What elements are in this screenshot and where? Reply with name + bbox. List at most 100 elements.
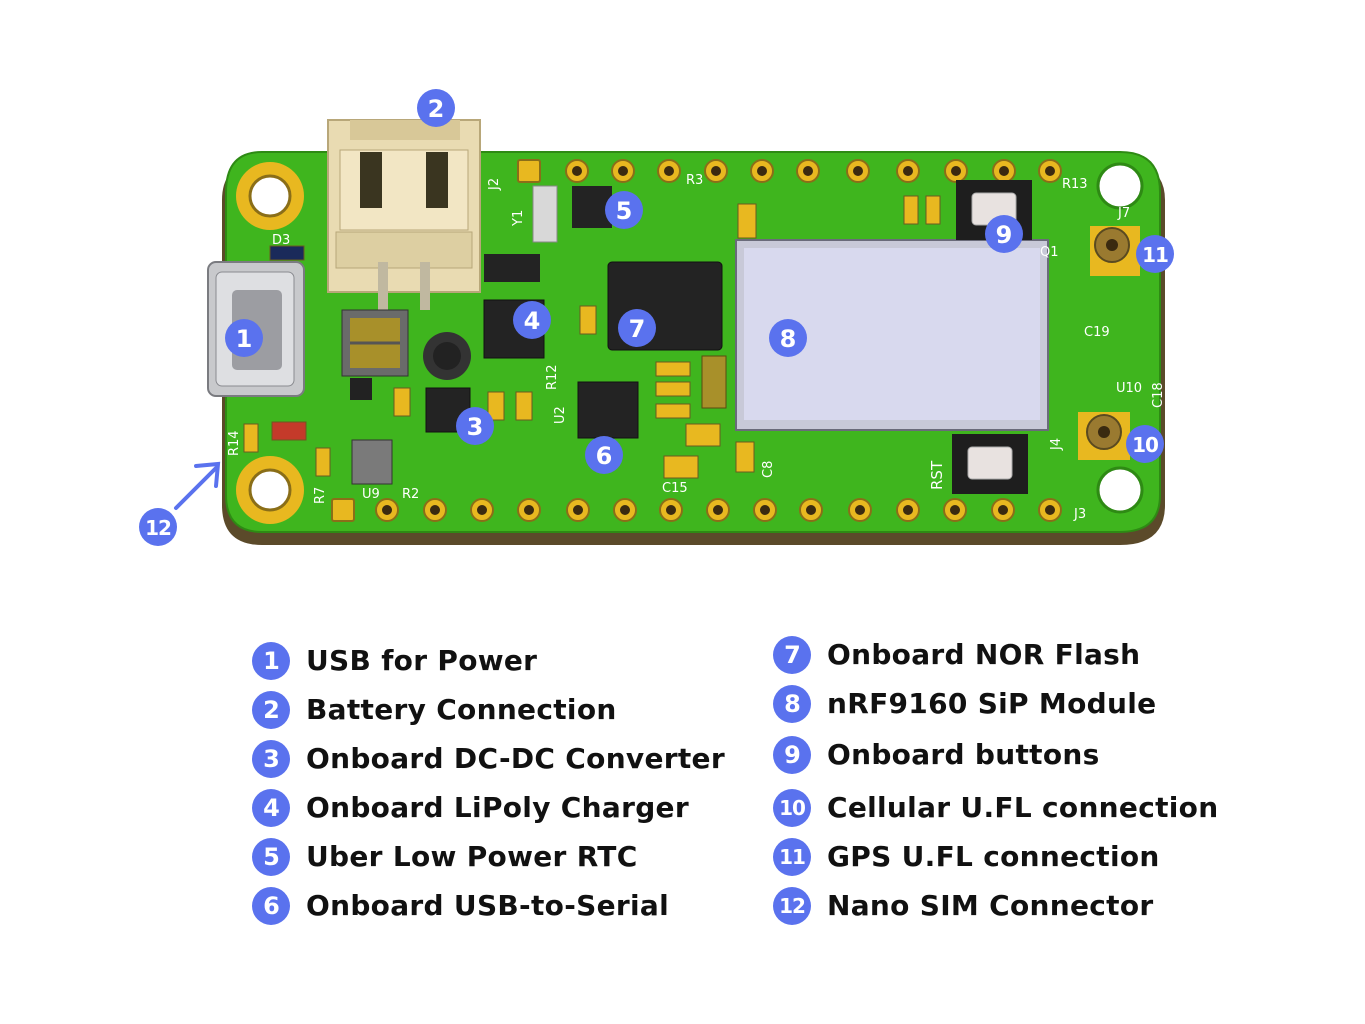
- legend: 1 USB for Power 7 Onboard NOR Flash 2 Ba…: [252, 635, 1240, 930]
- inductor-l3: [701, 355, 727, 409]
- legend-badge: 6: [252, 886, 290, 925]
- legend-label: Battery Connection: [306, 693, 617, 726]
- legend-label: USB for Power: [306, 644, 538, 677]
- inductor-l2: [341, 309, 409, 377]
- legend-item-9: 9 Onboard buttons: [773, 730, 1240, 779]
- board-callout-6: 6: [585, 436, 623, 474]
- legend-badge: 11: [773, 837, 811, 876]
- svg-text:8: 8: [780, 325, 797, 353]
- silk-u9: U9: [362, 487, 380, 502]
- ufl-gps: [1090, 226, 1140, 276]
- board-callout-4: 4: [513, 301, 551, 339]
- board-callout-3: 3: [456, 407, 494, 445]
- legend-badge: 2: [252, 690, 290, 729]
- silk-c18: C18: [1151, 382, 1166, 408]
- usb-serial-ic: [577, 381, 639, 439]
- mounting-hole-bottom-left: [236, 456, 304, 524]
- ufl-cellular: [1078, 412, 1130, 460]
- silk-d3: D3: [272, 233, 290, 248]
- legend-label: Onboard NOR Flash: [827, 638, 1141, 671]
- silk-c8: C8: [761, 461, 776, 478]
- legend-item-6: 6 Onboard USB-to-Serial: [252, 881, 770, 930]
- board-callout-12: 12: [139, 508, 177, 546]
- legend-item-8: 8 nRF9160 SiP Module: [773, 679, 1240, 728]
- legend-item-10: 10 Cellular U.FL connection: [773, 783, 1240, 832]
- legend-badge: 10: [773, 788, 811, 827]
- board-callout-1: 1: [225, 319, 263, 357]
- legend-badge: 3: [252, 739, 290, 778]
- svg-text:12: 12: [145, 516, 171, 540]
- svg-text:11: 11: [1142, 243, 1168, 267]
- board-callout-2: 2: [417, 89, 455, 127]
- legend-label: Onboard USB-to-Serial: [306, 889, 669, 922]
- board-illustration: J2 J7 J4 J3 RST U9 U10 Y1 R2 R3 R7 R13 R…: [139, 89, 1174, 546]
- svg-text:1: 1: [236, 325, 253, 353]
- passive-components: [243, 195, 941, 479]
- legend-badge: 8: [773, 684, 811, 723]
- silk-rst: RST: [928, 460, 946, 490]
- legend-label: Onboard LiPoly Charger: [306, 791, 689, 824]
- silk-u10: U10: [1116, 381, 1142, 396]
- legend-badge: 1: [252, 641, 290, 680]
- crystal-y1: [532, 185, 558, 243]
- mounting-hole-top-left: [236, 162, 304, 230]
- legend-badge: 7: [773, 635, 811, 674]
- board-callout-11: 11: [1136, 235, 1174, 273]
- sim-slot-u9: [351, 439, 393, 485]
- mounting-hole-top-right: [1096, 162, 1144, 210]
- legend-item-5: 5 Uber Low Power RTC: [252, 832, 770, 881]
- svg-text:5: 5: [616, 197, 633, 225]
- legend-badge: 9: [773, 735, 811, 774]
- legend-badge: 5: [252, 837, 290, 876]
- silk-r3: R3: [686, 173, 703, 188]
- legend-label: Uber Low Power RTC: [306, 840, 638, 873]
- legend-item-3: 3 Onboard DC-DC Converter: [252, 734, 770, 783]
- silk-j3: J3: [1073, 507, 1086, 522]
- legend-item-11: 11 GPS U.FL connection: [773, 832, 1240, 881]
- silk-c15: C15: [662, 481, 688, 496]
- silk-r13: R13: [1062, 177, 1088, 192]
- silk-r2: R2: [402, 487, 419, 502]
- silk-u2: U2: [553, 406, 568, 424]
- svg-text:6: 6: [596, 442, 613, 470]
- silk-y1: Y1: [511, 210, 526, 227]
- svg-text:4: 4: [524, 307, 541, 335]
- svg-text:3: 3: [467, 413, 484, 441]
- board-callout-8: 8: [769, 319, 807, 357]
- inductor-round: [423, 332, 471, 380]
- legend-label: Cellular U.FL connection: [827, 791, 1219, 824]
- silk-j4: J4: [1049, 438, 1064, 451]
- svg-text:9: 9: [996, 221, 1013, 249]
- battery-jst-connector: [327, 119, 481, 310]
- svg-text:10: 10: [1132, 433, 1158, 457]
- silk-q1: Q1: [1040, 245, 1059, 260]
- board-callout-9: 9: [985, 215, 1023, 253]
- arrow-icon: [174, 461, 221, 510]
- svg-text:2: 2: [428, 95, 445, 123]
- silk-j7: J7: [1117, 206, 1130, 221]
- legend-badge: 4: [252, 788, 290, 827]
- legend-label: Nano SIM Connector: [827, 889, 1154, 922]
- legend-item-1: 1 USB for Power: [252, 636, 770, 685]
- legend-label: Onboard buttons: [827, 738, 1100, 771]
- legend-label: nRF9160 SiP Module: [827, 687, 1157, 720]
- charger-transistor: [484, 254, 540, 282]
- legend-label: Onboard DC-DC Converter: [306, 742, 725, 775]
- silk-r12: R12: [545, 364, 560, 390]
- silk-j2: J2: [487, 178, 502, 191]
- board-callout-5: 5: [605, 191, 643, 229]
- board-callout-10: 10: [1126, 425, 1164, 463]
- mounting-hole-bottom-right: [1096, 466, 1144, 514]
- board-callout-7: 7: [618, 309, 656, 347]
- legend-label: GPS U.FL connection: [827, 840, 1160, 873]
- silk-r7: R7: [313, 487, 328, 504]
- legend-item-7: 7 Onboard NOR Flash: [773, 630, 1240, 679]
- legend-item-4: 4 Onboard LiPoly Charger: [252, 783, 770, 832]
- silk-c19: C19: [1084, 325, 1110, 340]
- chip-u5: [350, 378, 372, 400]
- svg-text:7: 7: [629, 315, 646, 343]
- legend-item-12: 12 Nano SIM Connector: [773, 881, 1240, 930]
- button-rst: [952, 434, 1028, 494]
- silk-r14: R14: [227, 430, 242, 456]
- legend-item-2: 2 Battery Connection: [252, 685, 770, 734]
